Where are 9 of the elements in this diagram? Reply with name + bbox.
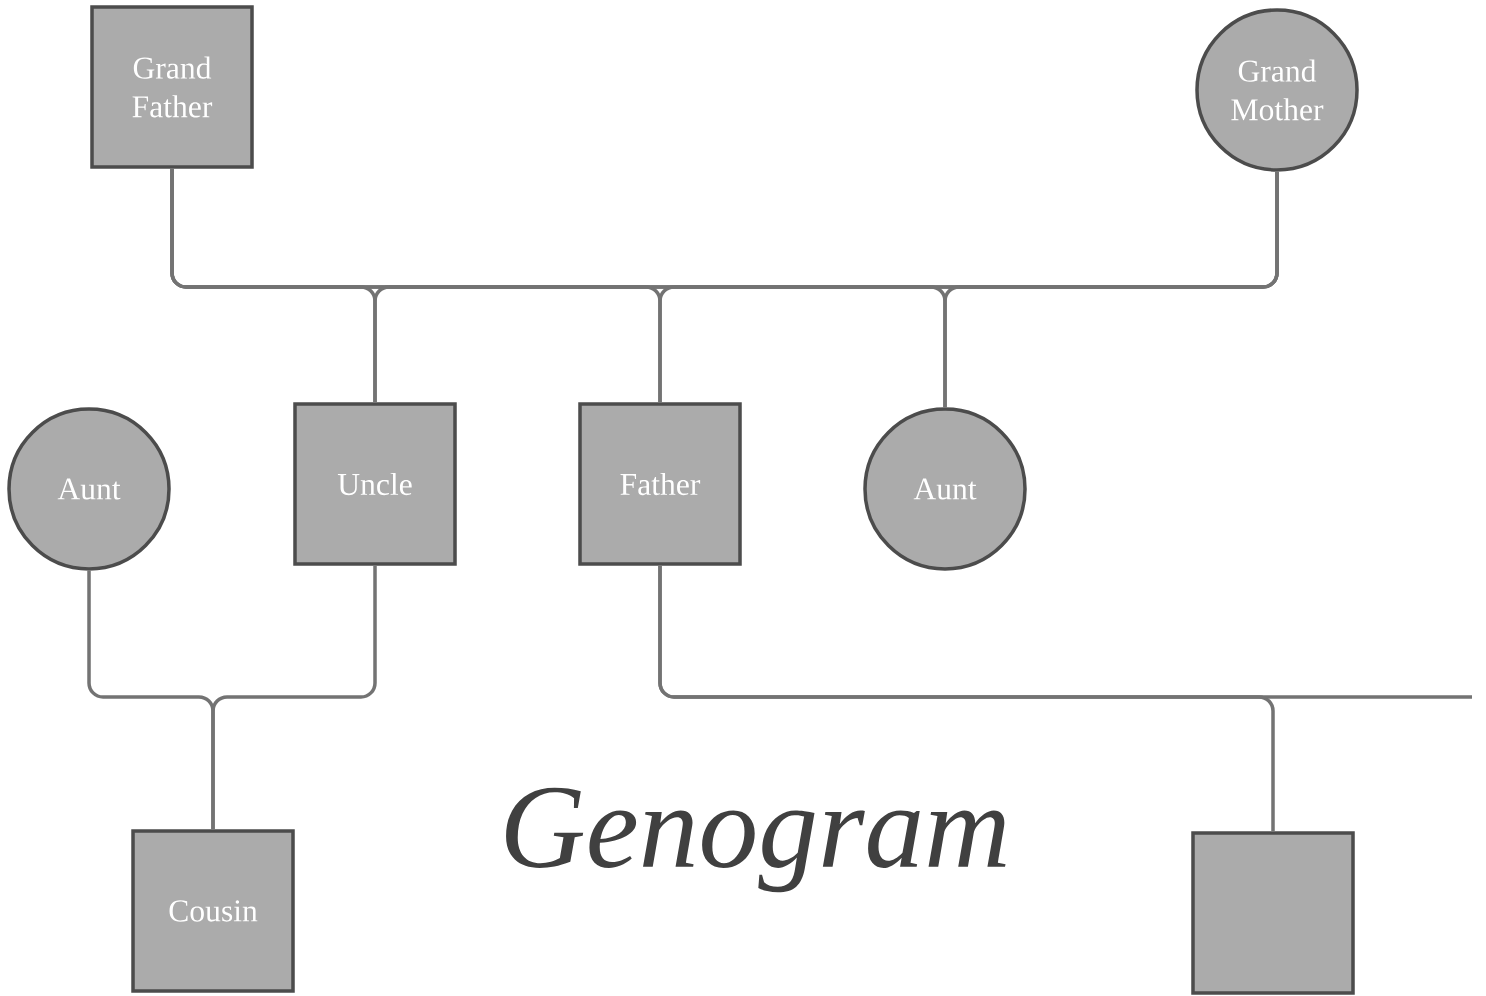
male-square: Cousin: [131, 829, 295, 993]
handwritten-title: Genogram: [506, 787, 1006, 893]
male-square: Uncle: [293, 402, 457, 566]
male-square: Grand Father: [90, 5, 254, 169]
connector-line: [943, 171, 1279, 408]
male-square: [1191, 831, 1355, 995]
connector-line: [211, 565, 377, 830]
connector-line: [658, 565, 1472, 699]
male-square: Father: [578, 402, 742, 566]
